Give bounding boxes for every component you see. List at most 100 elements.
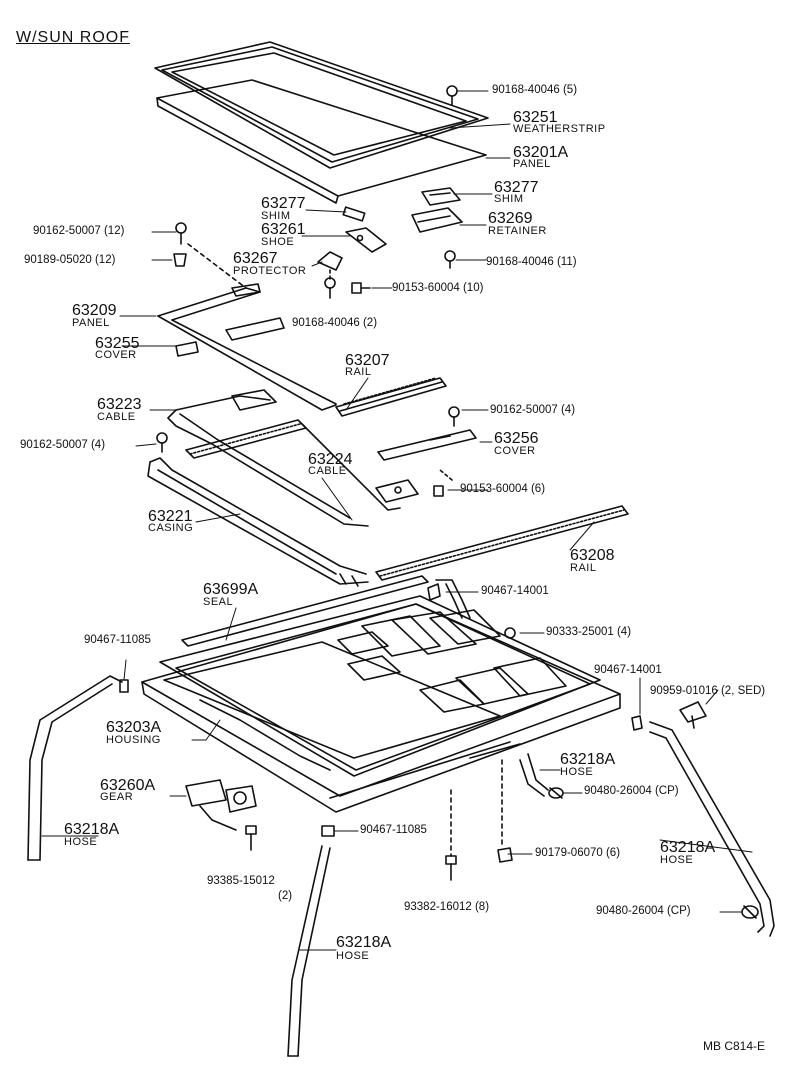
part-number-63267: 63267 bbox=[233, 250, 278, 267]
seal-63699a bbox=[181, 575, 429, 647]
fastener-label: 90153-60004 (6) bbox=[460, 483, 546, 495]
fastener-label: 90162-50007 (4) bbox=[20, 439, 106, 451]
fastener-label: 90179-06070 (6) bbox=[535, 847, 621, 859]
part-number-63277-right: 63277 bbox=[494, 179, 539, 196]
retainer-63269 bbox=[411, 207, 463, 233]
part-number-63251: 63251 bbox=[513, 109, 558, 126]
hose-top-right bbox=[435, 579, 471, 619]
part-number-63261: 63261 bbox=[261, 221, 306, 238]
part-name-retainer: RETAINER bbox=[488, 225, 547, 237]
fastener-label: 90333-25001 (4) bbox=[546, 626, 632, 638]
fastener-label: 90480-26004 (CP) bbox=[584, 785, 679, 797]
fastener-label: 90467-11085 bbox=[360, 824, 427, 836]
part-name-panel-63209: PANEL bbox=[72, 317, 110, 329]
shim-63277-left bbox=[342, 206, 366, 222]
cable-63224 bbox=[185, 419, 401, 511]
protector-63267 bbox=[317, 251, 343, 271]
part-name-hose-right: HOSE bbox=[660, 854, 694, 866]
part-name-protector: PROTECTOR bbox=[233, 265, 307, 277]
screw-left-1 bbox=[175, 222, 187, 245]
fastener-label: 90189-05020 (12) bbox=[24, 254, 116, 266]
leader-lines bbox=[41, 90, 753, 951]
fastener-label: 90467-14001 bbox=[481, 585, 549, 597]
part-name-casing: CASING bbox=[148, 522, 194, 534]
part-name-cable-63223: CABLE bbox=[97, 411, 136, 423]
screw-top-right bbox=[446, 85, 458, 106]
fastener-label: 93385-15012 bbox=[207, 875, 275, 887]
screw-90162-right bbox=[448, 406, 460, 427]
fastener-label: 90168-40046 (5) bbox=[492, 84, 578, 96]
bolt-90153-a bbox=[351, 282, 371, 294]
part-name-cover-63255: COVER bbox=[95, 349, 137, 361]
part-number-63255: 63255 bbox=[95, 335, 140, 352]
part-name-hose-left: HOSE bbox=[64, 836, 98, 848]
part-number-63218a-mid: 63218A bbox=[560, 751, 616, 768]
drain-fitting-90959 bbox=[679, 701, 707, 729]
part-name-cable-63224: CABLE bbox=[308, 465, 347, 477]
shoe-63261 bbox=[345, 227, 387, 253]
part-name-gear: GEAR bbox=[100, 791, 134, 803]
fastener-label: 90162-50007 (4) bbox=[490, 404, 576, 416]
part-name-seal: SEAL bbox=[203, 596, 234, 608]
fastener-label: 93382-16012 (8) bbox=[404, 901, 490, 913]
shim-63277-right bbox=[421, 187, 461, 206]
part-name-shoe: SHOE bbox=[261, 236, 295, 248]
part-name-panel: PANEL bbox=[513, 158, 551, 170]
part-name-weatherstrip: WEATHERSTRIP bbox=[513, 123, 606, 135]
clip-90467-top bbox=[427, 583, 441, 601]
cable-63223 bbox=[167, 389, 369, 527]
part-number-63221: 63221 bbox=[148, 508, 193, 525]
part-name-housing: HOUSING bbox=[106, 734, 161, 746]
part-number-63209: 63209 bbox=[72, 302, 117, 319]
part-number-63207: 63207 bbox=[345, 352, 390, 369]
screw-90162-left bbox=[156, 432, 168, 453]
rail-63207 bbox=[335, 377, 447, 417]
part-number-63256: 63256 bbox=[494, 430, 539, 447]
bolt-93382 bbox=[445, 855, 457, 881]
screw-retainer bbox=[444, 250, 456, 269]
figure-code: MB C814-E bbox=[703, 1039, 766, 1053]
part-number-63223: 63223 bbox=[97, 396, 142, 413]
fastener-label: 90168-40046 (2) bbox=[292, 317, 378, 329]
fastener-label: 90162-50007 (12) bbox=[33, 225, 125, 237]
part-number-63203a: 63203A bbox=[106, 719, 162, 736]
grommet-90333 bbox=[504, 627, 516, 639]
clip-90467-left bbox=[119, 679, 129, 693]
part-name-rail-63207: RAIL bbox=[345, 366, 372, 378]
part-number-63277-left: 63277 bbox=[261, 195, 306, 212]
plug-cp-1 bbox=[548, 787, 564, 799]
weatherstrip-63251 bbox=[154, 41, 489, 169]
diagram-title: W/SUN ROOF bbox=[16, 29, 130, 46]
part-number-63218a-bottom: 63218A bbox=[336, 934, 392, 951]
screw-protector bbox=[324, 277, 336, 299]
hose-mid bbox=[519, 753, 549, 797]
clip-left-1 bbox=[173, 253, 187, 267]
hose-bottom bbox=[287, 845, 331, 1057]
part-number-63699a: 63699A bbox=[203, 581, 259, 598]
plug-cp-2 bbox=[741, 905, 759, 919]
fastener-label: 90959-01016 (2, SED) bbox=[650, 685, 766, 697]
casing-63221 bbox=[147, 457, 369, 587]
fastener-label: 90467-14001 bbox=[594, 664, 662, 676]
bolt-93385 bbox=[245, 825, 257, 851]
part-number-63201a: 63201A bbox=[513, 144, 569, 161]
nut-90179 bbox=[497, 847, 513, 863]
fastener-label: 90467-11085 bbox=[84, 634, 151, 646]
part-number-63218a-left: 63218A bbox=[64, 821, 120, 838]
part-number-63260a: 63260A bbox=[100, 777, 156, 794]
drive-gear-63260a bbox=[185, 779, 257, 831]
fastener-label: 90480-26004 (CP) bbox=[596, 905, 691, 917]
part-number-63224: 63224 bbox=[308, 451, 353, 468]
part-number-63208: 63208 bbox=[570, 547, 615, 564]
panel-63209 bbox=[157, 283, 337, 411]
shoe-assembly bbox=[375, 479, 444, 503]
cover-63256 bbox=[377, 429, 477, 461]
hose-right bbox=[649, 721, 775, 937]
part-name-rail-63208: RAIL bbox=[570, 562, 597, 574]
part-name-hose-mid: HOSE bbox=[560, 766, 594, 778]
part-name-hose-bottom: HOSE bbox=[336, 950, 370, 962]
rail-63208 bbox=[375, 505, 629, 581]
hose-left bbox=[27, 675, 123, 861]
clip-90467-bottom bbox=[321, 825, 335, 837]
